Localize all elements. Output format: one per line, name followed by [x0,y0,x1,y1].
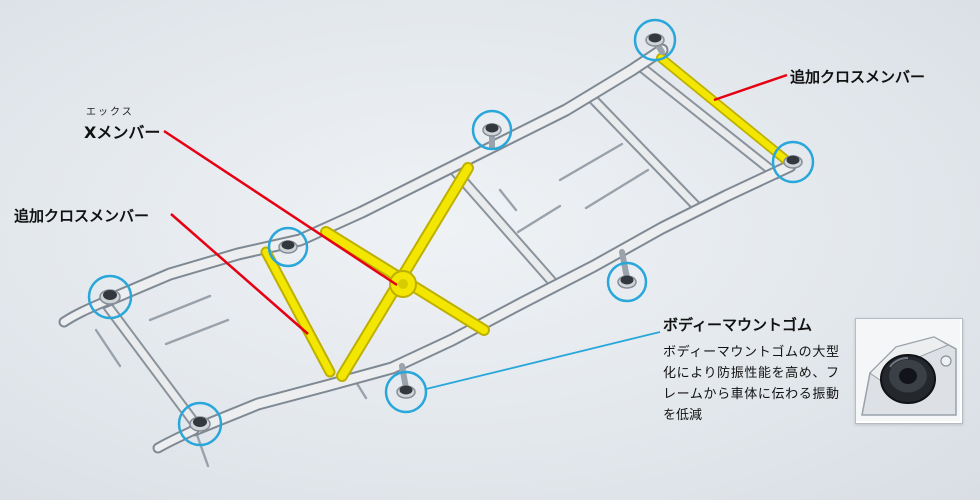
add-cross-member-left-label: 追加クロスメンバー [14,207,150,225]
body-mount-description: ボディーマウントゴムの大型化により防振性能を高め、フレームから車体に伝わる振動を… [663,345,839,424]
mount-bolt-hole [940,355,952,367]
mount-marker [87,274,133,320]
body-mount-closeup-art [856,319,960,421]
highlight-members-group [260,53,791,382]
body-mount-inset-image [855,318,963,424]
mount-marker [267,226,309,268]
leader-lines-group [163,73,788,390]
mount-rubber-center [899,368,917,384]
crossmembers-group [100,60,782,432]
inner-braces-group [94,142,650,468]
mount-marker [384,370,428,414]
add-cross-member-left-shape [260,246,336,378]
mount-marker [177,401,223,447]
body-mount-title: ボディーマウントゴム [663,316,812,334]
body-mounts-group [87,18,815,447]
add-cross-member-right-label: 追加クロスメンバー [790,68,926,86]
x-member-label: エックス Xメンバー [84,103,160,143]
x-member-leader-line [163,129,398,287]
body-mount-leader-line [425,331,661,390]
mount-marker [471,109,513,151]
x-member-shape [320,162,490,382]
mount-caps [99,33,803,432]
body-mount-callout: ボディーマウントゴム ボディーマウントゴムの大型化により防振性能を高め、フレーム… [663,314,839,426]
add-cross-member-right-leader-line [713,73,788,102]
x-member-label-text: Xメンバー [84,123,161,142]
mount-marker [633,18,677,62]
mount-marker [771,140,815,184]
mount-rubber-highlight [889,356,909,368]
x-member-furigana: エックス [86,107,134,118]
add-cross-member-left-leader-line [170,213,309,335]
side-rails-group [58,43,797,454]
add-cross-member-right-shape [656,53,791,165]
mount-marker [606,261,648,303]
